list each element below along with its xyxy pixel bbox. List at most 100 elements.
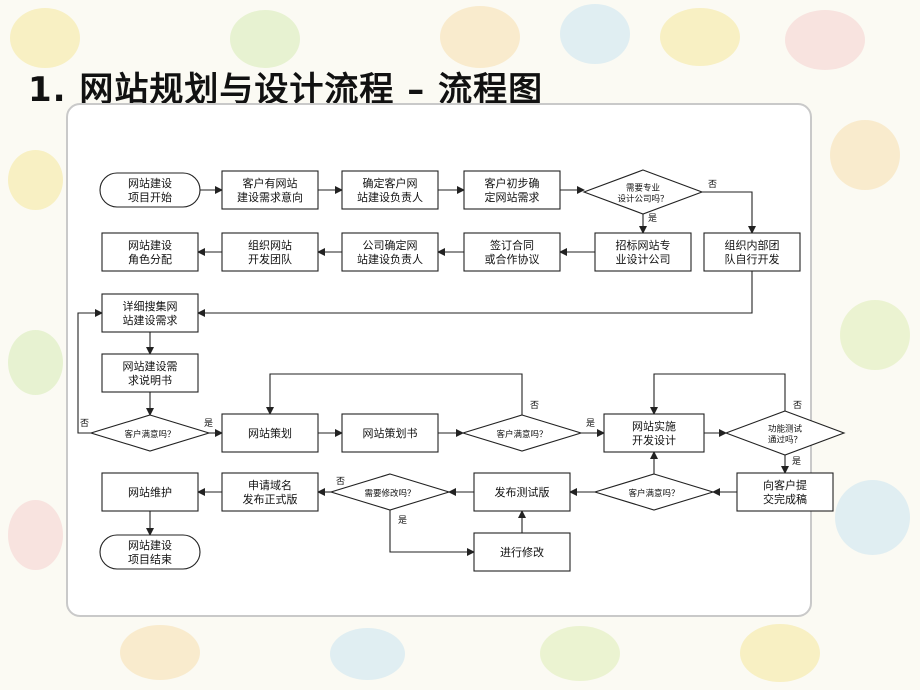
edge-label-no: 否 (80, 418, 89, 429)
flow-process-n14: 网站策划书 (341, 413, 439, 453)
process-shape (101, 232, 199, 272)
flow-arrow-d6-n18 (389, 510, 475, 556)
node-label: 客户满意吗？ (628, 488, 679, 499)
process-shape (221, 170, 319, 210)
node-label: 站建设需求 (123, 313, 178, 327)
edge-label-yes: 是 (792, 456, 801, 467)
node-label: 招标网站专 (616, 238, 671, 252)
flow-decision-d6: 需要修改吗？ (329, 473, 451, 511)
decision-shape (461, 414, 583, 452)
node-label: 确定客户网 (363, 176, 418, 190)
flow-arrow-n6-n11 (197, 271, 753, 317)
decoration-bubble (830, 120, 900, 190)
process-shape (594, 232, 692, 272)
node-label: 客户初步确 (485, 176, 540, 190)
node-label: 网站维护 (128, 485, 172, 499)
process-shape (101, 293, 199, 333)
node-label: 通过吗？ (768, 435, 802, 446)
process-shape (473, 532, 571, 572)
decoration-bubble (120, 625, 200, 680)
process-shape (221, 232, 319, 272)
decoration-bubble (660, 8, 740, 66)
node-label: 网站建设 (128, 538, 172, 552)
flow-arrow-d4-n15 (650, 373, 786, 415)
node-label: 网站实施 (632, 419, 676, 433)
decoration-bubble (785, 10, 865, 70)
flow-arrow-d3-n13 (266, 373, 523, 415)
process-shape (473, 472, 571, 512)
process-shape (603, 413, 705, 453)
flow-decision-d5: 客户满意吗？ (593, 473, 715, 511)
decoration-bubble (835, 480, 910, 555)
decision-shape (329, 473, 451, 511)
terminal-shape (99, 172, 201, 208)
decoration-bubble (440, 6, 520, 68)
node-label: 需要修改吗？ (364, 488, 415, 499)
process-shape (463, 232, 561, 272)
decision-shape (582, 169, 704, 215)
flow-decision-d2: 客户满意吗？ (89, 414, 211, 452)
node-label: 网站建设 (128, 238, 172, 252)
edge-label-no: 否 (336, 476, 345, 487)
decoration-bubble (740, 624, 820, 682)
decision-shape (724, 410, 846, 456)
decoration-bubble (230, 10, 300, 68)
node-label: 开发团队 (248, 252, 292, 266)
node-label: 建设需求意向 (237, 190, 303, 204)
node-label: 申请域名 (248, 478, 292, 492)
node-label: 需要专业 (626, 183, 660, 194)
node-label: 公司确定网 (363, 238, 418, 252)
flow-process-n20: 网站维护 (101, 472, 199, 512)
node-label: 角色分配 (128, 252, 172, 266)
node-label: 客户满意吗？ (496, 429, 547, 440)
node-label: 网站建设 (128, 176, 172, 190)
process-shape (736, 472, 834, 512)
node-label: 发布正式版 (243, 492, 298, 506)
decoration-bubble (8, 150, 63, 210)
decision-shape (593, 473, 715, 511)
decoration-bubble (560, 4, 630, 64)
decoration-bubble (8, 330, 63, 395)
node-label: 或合作协议 (485, 252, 540, 266)
process-shape (703, 232, 801, 272)
node-label: 队自行开发 (725, 252, 780, 266)
terminal-shape (99, 534, 201, 570)
node-label: 站建设负责人 (357, 190, 423, 204)
node-label: 定网站需求 (485, 190, 540, 204)
edge-label-no: 否 (708, 179, 717, 190)
edge-label-yes: 是 (398, 515, 407, 526)
edge-label-no: 否 (530, 400, 539, 411)
decoration-bubble (8, 500, 63, 570)
node-label: 网站建设需 (123, 359, 178, 373)
node-label: 功能测试 (768, 424, 803, 435)
node-label: 项目开始 (128, 190, 172, 204)
node-label: 组织内部团 (725, 238, 780, 252)
process-shape (341, 232, 439, 272)
decoration-bubble (540, 626, 620, 681)
node-label: 开发设计 (632, 433, 676, 447)
flow-process-n18: 进行修改 (473, 532, 571, 572)
node-label: 进行修改 (500, 545, 544, 559)
node-label: 网站策划 (248, 426, 292, 440)
flow-process-n17: 发布测试版 (473, 472, 571, 512)
process-shape (101, 472, 199, 512)
flow-arrow-d1-n6 (702, 191, 756, 234)
node-label: 项目结束 (128, 553, 172, 566)
